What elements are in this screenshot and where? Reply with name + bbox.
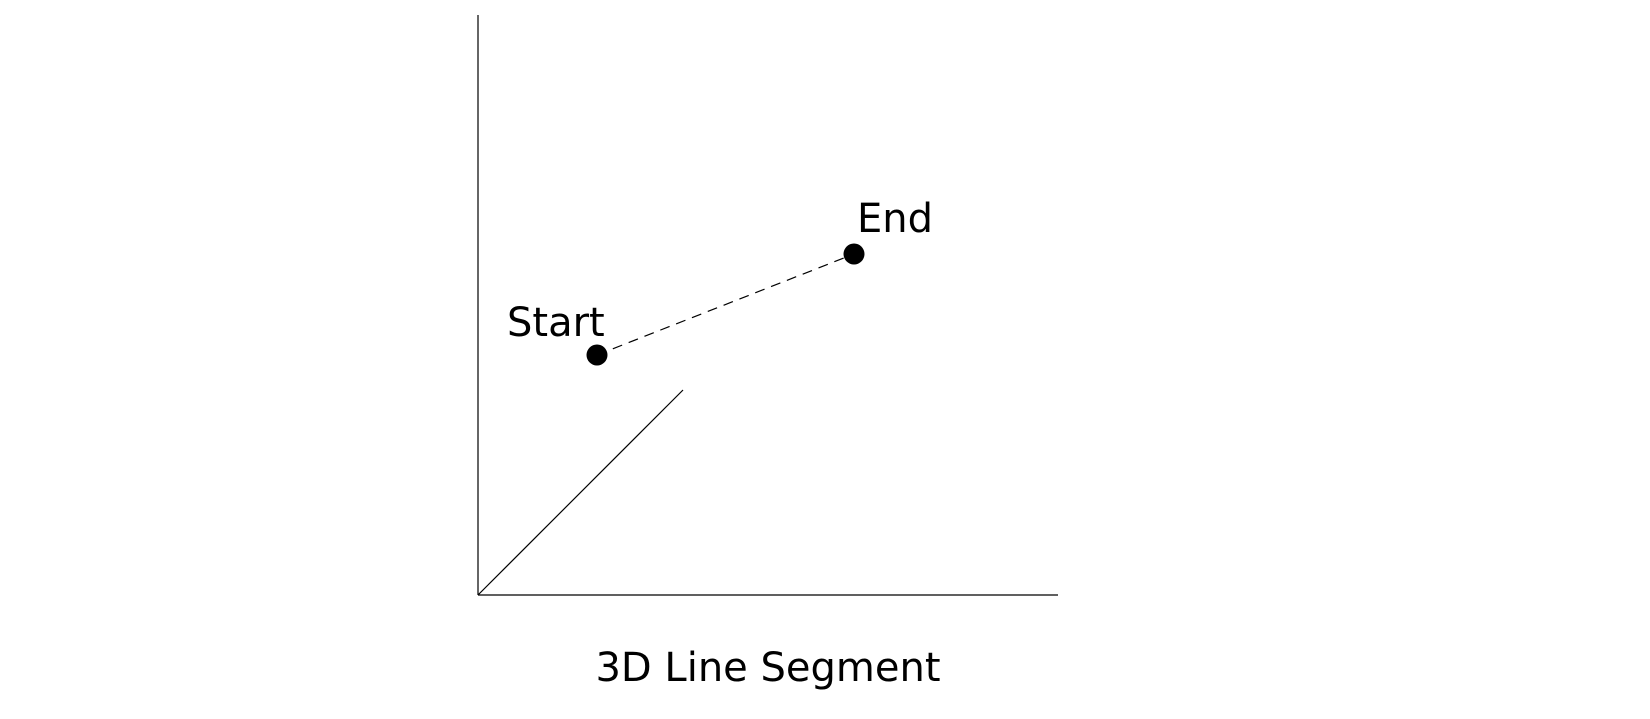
start-label: Start — [507, 300, 605, 346]
diagram-caption: 3D Line Segment — [595, 645, 940, 691]
end-label: End — [857, 196, 933, 242]
start-point — [586, 344, 608, 366]
end-point — [843, 243, 865, 265]
z-axis — [477, 389, 684, 596]
line-segment — [596, 253, 855, 356]
